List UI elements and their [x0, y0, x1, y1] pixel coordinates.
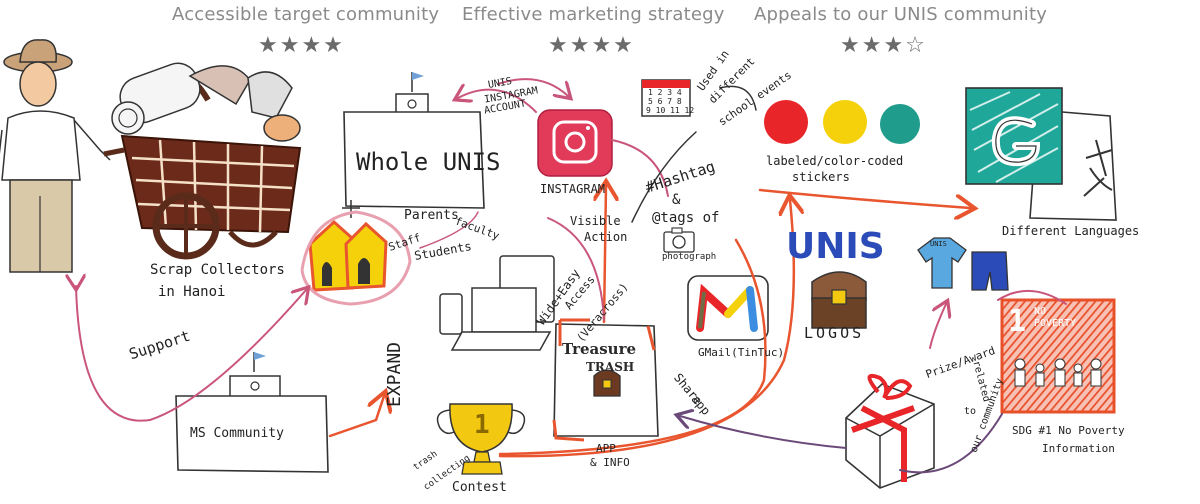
label-shirt-unis: UNIS [930, 240, 947, 248]
gmail-icon [687, 275, 769, 341]
unis-uniform-icon [917, 237, 1009, 291]
trophy-number: 1 [474, 410, 490, 440]
wide-access-curve [547, 217, 605, 321]
scrap-cart-icon [103, 62, 302, 260]
hashtag-to-contest-arrow [498, 238, 767, 456]
instagram-to-hashtag-line [611, 139, 669, 197]
prize-gift-icon [845, 373, 935, 489]
label-to: to [964, 406, 977, 417]
connector-arrows [76, 78, 1067, 474]
community-houses-icon [300, 200, 412, 306]
treasure-trash-app-icon [552, 318, 659, 442]
label-gmail: GMail(TinTuc) [698, 346, 785, 359]
ms-community-building [175, 352, 329, 473]
label-trash: TRASH [586, 360, 635, 374]
unis-logo-text: UNIS [786, 226, 885, 267]
label-action: Action [584, 230, 628, 244]
label-whole-unis: Whole UNIS [356, 148, 501, 176]
unis-to-instagram-arrow [497, 78, 568, 96]
calendar-row-2: 5 6 7 8 [648, 97, 682, 106]
houses-to-unis-line [419, 211, 479, 249]
label-tags-of: @tags of [652, 210, 720, 226]
instagram-icon [537, 109, 613, 177]
sdg-top-curve [997, 289, 1067, 305]
label-instagram: INSTAGRAM [540, 182, 606, 196]
label-ms-community: MS Community [190, 426, 284, 441]
label-different-languages: Different Languages [1002, 224, 1140, 238]
sdg-poverty: POVERTY [1034, 318, 1077, 329]
support-arrow [76, 286, 306, 422]
sdg-number: 1 [1008, 304, 1027, 339]
trophy-icon [436, 403, 526, 475]
scrap-collector-person-icon [0, 39, 111, 273]
calendar-icon [641, 79, 691, 117]
camera-icon [663, 227, 695, 253]
label-hashtag-and: & [672, 192, 681, 208]
label-sdg-info-1: SDG #1 No Poverty [1012, 424, 1125, 437]
label-app: APP [596, 442, 616, 455]
label-photograph: photograph [662, 252, 717, 262]
label-stickers: stickers [792, 170, 850, 184]
label-scrap-collectors: Scrap Collectors [150, 262, 285, 278]
app-to-instagram-arrow [604, 186, 606, 324]
calendar-to-stickers-line [719, 85, 757, 111]
gift-to-app-arrow [680, 416, 847, 449]
label-in-hanoi: in Hanoi [158, 284, 226, 300]
color-coded-stickers [764, 100, 920, 144]
google-translate-icon [965, 87, 1117, 221]
calendar-row-1: 1 2 3 4 [648, 88, 682, 97]
label-contest: Contest [452, 480, 507, 495]
label-labeled-stickers: labeled/color-coded [766, 154, 904, 168]
rating-stars-accessible: ★★★★ [258, 33, 345, 58]
label-expand: EXPAND [384, 341, 406, 408]
devices-icon [439, 255, 555, 351]
label-visible: Visible [570, 214, 621, 228]
treasure-chest-logo-icon [811, 271, 867, 329]
prize-to-uniform-arrow [929, 304, 946, 349]
rating-stars-appeals: ★★★☆ [840, 33, 927, 58]
label-sdg-info-2: Information [1042, 442, 1115, 455]
instagram-to-unis-arrow [458, 90, 537, 113]
expand-arrow [328, 396, 384, 438]
whole-unis-building [343, 72, 485, 209]
sdg-no: NO [1034, 306, 1047, 317]
label-treasure: Treasure [562, 340, 637, 358]
label-and-info: & INFO [590, 456, 630, 469]
header-effective-marketing-strategy: Effective marketing strategy [462, 4, 725, 25]
header-appeals-to-unis-community: Appeals to our UNIS community [754, 4, 1048, 25]
sdg-no-poverty-icon [1000, 298, 1116, 414]
contest-to-stickers-arrow [498, 200, 794, 458]
label-logos: LOGOS [804, 324, 865, 342]
gift-to-sdg-line [899, 413, 1003, 474]
label-parents: Parents [404, 208, 459, 223]
calendar-row-3: 9 10 11 12 [646, 106, 695, 115]
header-accessible-target-community: Accessible target community [172, 4, 440, 25]
visible-action-line [631, 131, 697, 223]
rating-stars-marketing: ★★★★ [548, 33, 635, 58]
